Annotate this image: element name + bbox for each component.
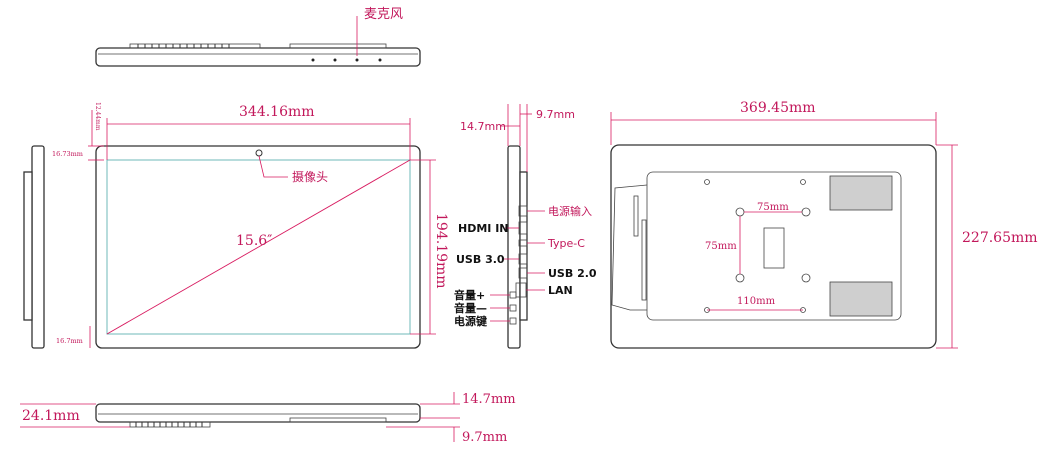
power-in-label: 电源输入: [548, 204, 592, 218]
left-side-back: [23, 171, 33, 321]
back-io-bracket: [611, 184, 648, 311]
vesa-hole: [801, 273, 811, 283]
lan-label: LAN: [548, 284, 573, 297]
back-height-label: 227.65mm: [962, 230, 1038, 246]
camera-leader: [258, 155, 288, 178]
side-thick-a-label: 14.7mm: [460, 120, 506, 133]
bottom-b-label: 9.7mm: [462, 430, 507, 445]
port-side-view: 14.7mm 9.7mm 电源输入 HDMI IN Type-C USB 3.0…: [454, 104, 597, 349]
bottom-view-vent: [129, 421, 211, 428]
front-screen: [106, 159, 411, 335]
top-view-vent: [129, 43, 261, 49]
bottom-view-body: [95, 403, 421, 423]
back-io-ports: [633, 195, 639, 237]
left-side-body: [31, 145, 45, 349]
hdmi-label: HDMI IN: [458, 222, 509, 235]
screw-hole: [800, 179, 806, 185]
back-io-ports: [641, 219, 647, 301]
mic-hole: [378, 58, 382, 62]
back-width-label: 369.45mm: [740, 100, 816, 116]
back-outer: [610, 144, 937, 349]
top-view: 麦克风: [95, 7, 421, 67]
height-front-label: 194.19mm: [433, 213, 449, 289]
front-view: 摄像头 15.6″ 344.16mm 194.19mm 12.44mm 16.7…: [52, 102, 449, 349]
usb2-label: USB 2.0: [548, 267, 597, 280]
back-view: 75mm 75mm 110mm 369.45mm 227.65mm: [610, 100, 1038, 349]
bottom-a-label: 14.7mm: [462, 392, 516, 407]
bezel-top-small-label: 12.44mm: [94, 102, 101, 131]
top-vent-slots: [137, 44, 230, 48]
mic-hole: [355, 58, 359, 62]
bottom-view-bracket: [289, 417, 387, 423]
mic-hole: [311, 58, 315, 62]
vesa-v-label: 75mm: [705, 241, 737, 252]
vesa-h-label: 75mm: [757, 202, 789, 213]
diagonal-label: 15.6″: [236, 233, 272, 249]
bottom-total-label: 24.1mm: [22, 408, 80, 424]
diagonal-line: [106, 159, 411, 335]
back-vent-bottom: [829, 281, 893, 317]
vesa-bottom-label: 110mm: [737, 296, 776, 307]
camera-label: 摄像头: [292, 169, 328, 184]
top-view-body: [95, 47, 421, 67]
usb3-label: USB 3.0: [456, 253, 505, 266]
back-panel: [646, 171, 902, 321]
left-side-view: [23, 145, 45, 349]
top-view-bracket: [289, 43, 387, 49]
bezel-side-label: 16.73mm: [52, 150, 83, 158]
vol-down-label: 音量—: [454, 301, 487, 315]
back-label-plate: [763, 227, 785, 269]
mic-hole: [333, 58, 337, 62]
vol-up-label: 音量+: [454, 288, 485, 302]
camera-dot: [255, 149, 263, 157]
bottom-view: 24.1mm 14.7mm 9.7mm: [20, 392, 516, 445]
microphone-label: 麦克风: [364, 7, 403, 22]
back-vent-top: [829, 175, 893, 211]
type-c-label: Type-C: [547, 237, 585, 250]
width-front-label: 344.16mm: [239, 104, 315, 120]
bottom-vent-slots: [135, 422, 203, 427]
screw-hole: [704, 179, 710, 185]
power-key-label: 电源键: [454, 314, 488, 328]
side-thick-b-label: 9.7mm: [536, 108, 575, 121]
bezel-bottom-label: 16.7mm: [56, 337, 83, 345]
